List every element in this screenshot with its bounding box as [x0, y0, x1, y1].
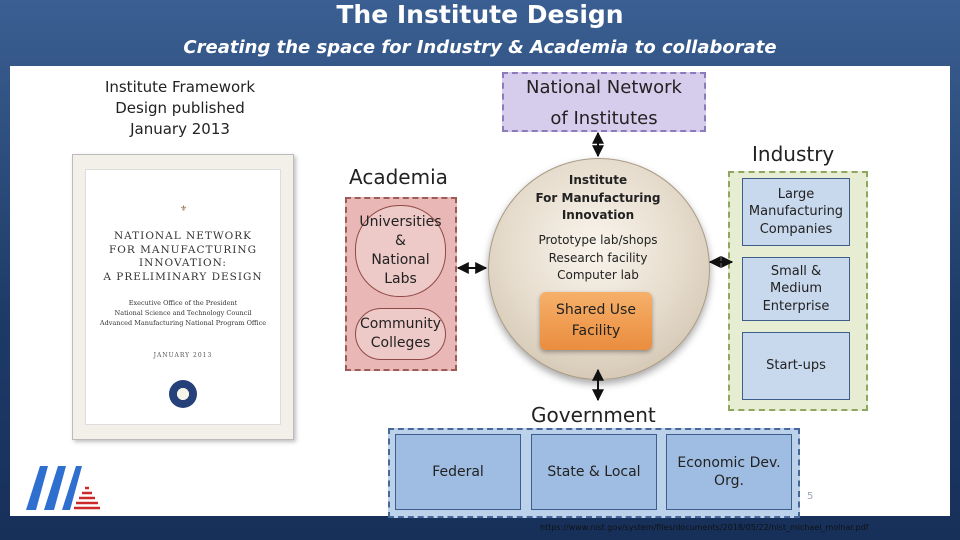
slide-subtitle: Creating the space for Industry & Academ…: [183, 37, 777, 58]
national-network-label: National Network of Institutes: [526, 77, 682, 129]
government-label: Government: [531, 403, 656, 427]
seal-icon: [169, 380, 197, 408]
page-number: 5: [807, 491, 814, 502]
small-medium-enterprise-item: Small & Medium Enterprise: [742, 257, 850, 321]
universities-labs-item: Universities & National Labs: [355, 205, 446, 297]
economic-dev-item: Economic Dev. Org.: [666, 434, 792, 510]
large-manufacturing-item: Large Manufacturing Companies: [742, 178, 850, 246]
federal-item: Federal: [395, 434, 521, 510]
report-page: ⚜ NATIONAL NETWORK FOR MANUFACTURING INN…: [85, 169, 281, 425]
slide-title: The Institute Design: [336, 0, 624, 29]
community-colleges-item: Community Colleges: [355, 308, 446, 360]
institute-title: Institute For Manufacturing Innovation: [535, 173, 661, 222]
shared-use-facility: Shared Use Facility: [540, 292, 652, 350]
source-url: https://www.nist.gov/system/files/docume…: [540, 523, 869, 532]
state-local-item: State & Local: [531, 434, 657, 510]
report-office: Executive Office of the President Nation…: [99, 299, 267, 327]
framework-note: Institute Framework Design published Jan…: [104, 78, 256, 138]
report-cover-image: ⚜ NATIONAL NETWORK FOR MANUFACTURING INN…: [72, 154, 294, 440]
report-date: JANUARY 2013: [153, 352, 213, 359]
national-network-box: [502, 72, 706, 132]
logo-icon: [26, 466, 104, 510]
academia-label: Academia: [349, 165, 448, 189]
eagle-mark-icon: ⚜: [180, 204, 188, 213]
start-ups-item: Start-ups: [742, 332, 850, 400]
institute-facilities: Prototype lab/shops Research facility Co…: [538, 233, 658, 282]
report-title: NATIONAL NETWORK FOR MANUFACTURING INNOV…: [103, 230, 263, 283]
industry-label: Industry: [752, 142, 835, 166]
